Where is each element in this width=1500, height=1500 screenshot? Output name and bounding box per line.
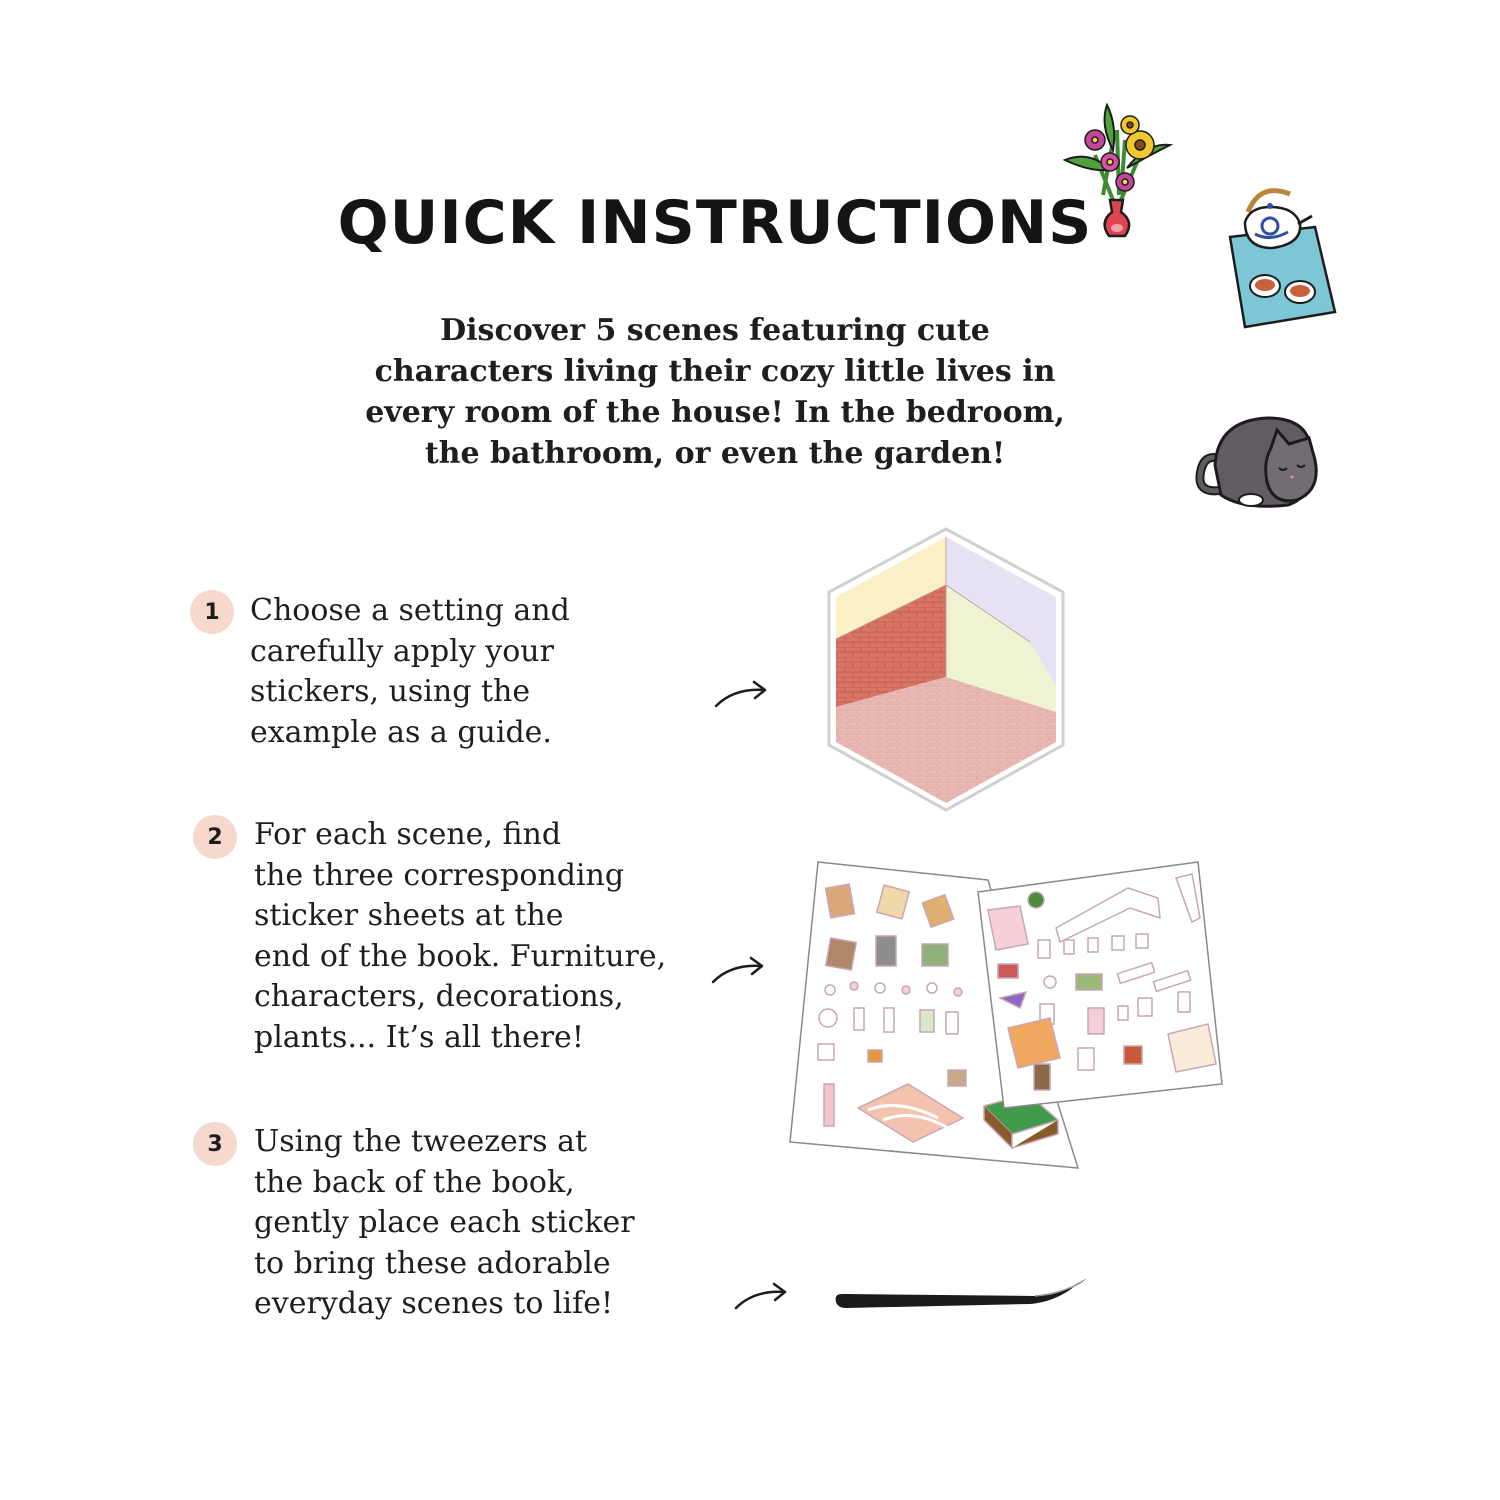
step-text: Using the tweezers at the back of the bo…	[254, 1124, 635, 1321]
teapot-tray-icon	[1220, 182, 1340, 332]
room-example-illustration	[825, 527, 1067, 813]
intro-paragraph: Discover 5 scenes featuring cute charact…	[365, 313, 1065, 471]
arrow-icon	[732, 1278, 792, 1312]
step-number-badge: 2	[193, 815, 237, 859]
page-title: QUICK INSTRUCTIONS	[337, 188, 1093, 258]
step-number-badge: 1	[190, 590, 234, 634]
sticker-sheets-illustration	[788, 858, 1228, 1178]
step-text: For each scene, find the three correspon…	[254, 817, 667, 1055]
flower-vase-icon	[1055, 100, 1180, 245]
step-number-badge: 3	[193, 1122, 237, 1166]
sleeping-cat-icon	[1193, 410, 1333, 515]
arrow-icon	[709, 952, 769, 986]
step-text: Choose a setting and carefully apply you…	[250, 593, 570, 750]
tweezers-icon	[830, 1272, 1095, 1317]
arrow-icon	[712, 676, 772, 710]
